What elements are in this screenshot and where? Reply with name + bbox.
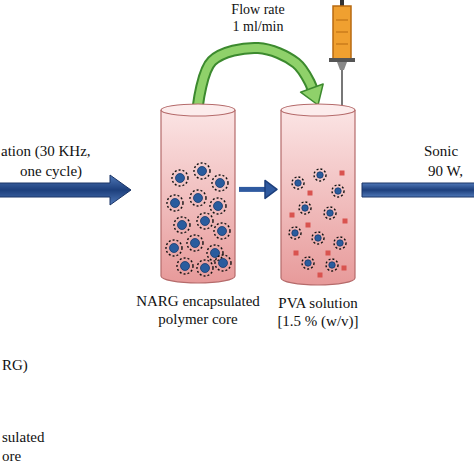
pva-molecule: [318, 273, 323, 278]
nanoparticles: [289, 169, 348, 278]
nanoparticles: [166, 163, 231, 276]
drug-core: [317, 172, 323, 178]
polymer-shell: [299, 202, 311, 214]
transfer-arrow: [239, 180, 277, 198]
beaker-outline: [160, 103, 236, 283]
pva-molecule: [342, 266, 347, 271]
drug-core: [219, 259, 228, 268]
polymer-shell: [194, 163, 210, 179]
drug-core: [214, 202, 223, 211]
drug-core: [198, 167, 207, 176]
arrow-shaft: [239, 187, 267, 192]
pva-molecule: [294, 251, 299, 256]
beaker-node: PVA solution [1.5 % (w/v)]: [280, 103, 356, 285]
drug-core: [329, 262, 335, 268]
drug-core: [181, 262, 190, 271]
beaker-outline: [280, 103, 356, 285]
drug-core: [201, 217, 210, 226]
cropped-label: sulated: [2, 428, 45, 446]
polymer-shell: [292, 177, 304, 189]
syringe-symbol: [329, 0, 355, 112]
pva-molecule: [290, 213, 295, 218]
drug-core: [302, 205, 308, 211]
drug-core: [178, 221, 187, 230]
cropped-label: Sonic: [424, 142, 458, 160]
polymer-shell: [177, 258, 193, 274]
drug-core: [218, 227, 227, 236]
drug-core: [337, 240, 343, 246]
edge-label: Flow rate 1 ml/min: [228, 1, 288, 35]
pva-molecule: [306, 223, 311, 228]
polymer-shell: [174, 217, 190, 233]
drug-core: [335, 188, 341, 194]
drug-core: [315, 235, 321, 241]
arrow-ribbon-edge: [198, 48, 313, 105]
polymer-shell: [324, 207, 336, 219]
drug-core: [201, 264, 210, 273]
caption-block: NARG encapsulated polymer core: [134, 292, 262, 328]
arrow-ribbon: [198, 48, 313, 105]
pva-molecule: [343, 219, 348, 224]
drug-core: [292, 230, 298, 236]
polymer-shell: [334, 237, 346, 249]
drug-core: [194, 194, 203, 203]
drug-core: [295, 180, 301, 186]
polymer-shell: [326, 259, 338, 271]
arrowhead: [301, 84, 324, 105]
polymer-shell: [332, 185, 344, 197]
polymer-shell: [214, 223, 230, 239]
drug-core: [191, 239, 200, 248]
polymer-shell: [167, 195, 183, 211]
polymer-shell: [210, 198, 226, 214]
drug-core: [171, 199, 180, 208]
beaker-body: [281, 110, 355, 285]
polymer-shell: [187, 235, 203, 251]
process-arrow: [362, 183, 474, 197]
polymer-shell: [172, 170, 188, 186]
polymer-shell: [289, 227, 301, 239]
drug-core: [170, 244, 179, 253]
polymer-shell: [190, 190, 206, 206]
node-caption: PVA solution [1.5 % (w/v)]: [268, 294, 368, 330]
drug-core: [176, 174, 185, 183]
polymer-shell: [212, 175, 228, 191]
cropped-label: RG): [2, 356, 28, 374]
cropped-label: 90 W,: [428, 162, 463, 180]
cropped-label: ore: [2, 447, 21, 465]
cropped-label: one cycle): [20, 162, 82, 180]
flow-arrow: [198, 48, 323, 105]
beaker-node: NARG encapsulated polymer core: [160, 103, 236, 283]
beaker-body: [161, 110, 235, 283]
pva-molecule: [326, 251, 331, 256]
polymer-shell: [166, 240, 182, 256]
drug-core: [305, 260, 311, 266]
drug-core: [327, 210, 333, 216]
polymer-shell: [207, 245, 223, 261]
drug-core: [216, 179, 225, 188]
pva-molecule: [340, 171, 345, 176]
polymer-shell: [312, 232, 324, 244]
caption-block: PVA solution [1.5 % (w/v)]: [268, 294, 368, 330]
polymer-shell: [314, 169, 326, 181]
polymer-shell: [197, 260, 213, 276]
pva-molecule: [308, 191, 313, 196]
beaker-rim: [281, 104, 355, 116]
process-arrow: [0, 175, 131, 205]
polymer-shell: [197, 213, 213, 229]
cropped-label: ation (30 KHz,: [1, 142, 91, 160]
polymer-shell: [215, 255, 231, 271]
node-caption: NARG encapsulated polymer core: [134, 292, 262, 328]
beaker-rim: [161, 104, 235, 116]
arrowhead: [265, 180, 277, 198]
polymer-shell: [302, 257, 314, 269]
